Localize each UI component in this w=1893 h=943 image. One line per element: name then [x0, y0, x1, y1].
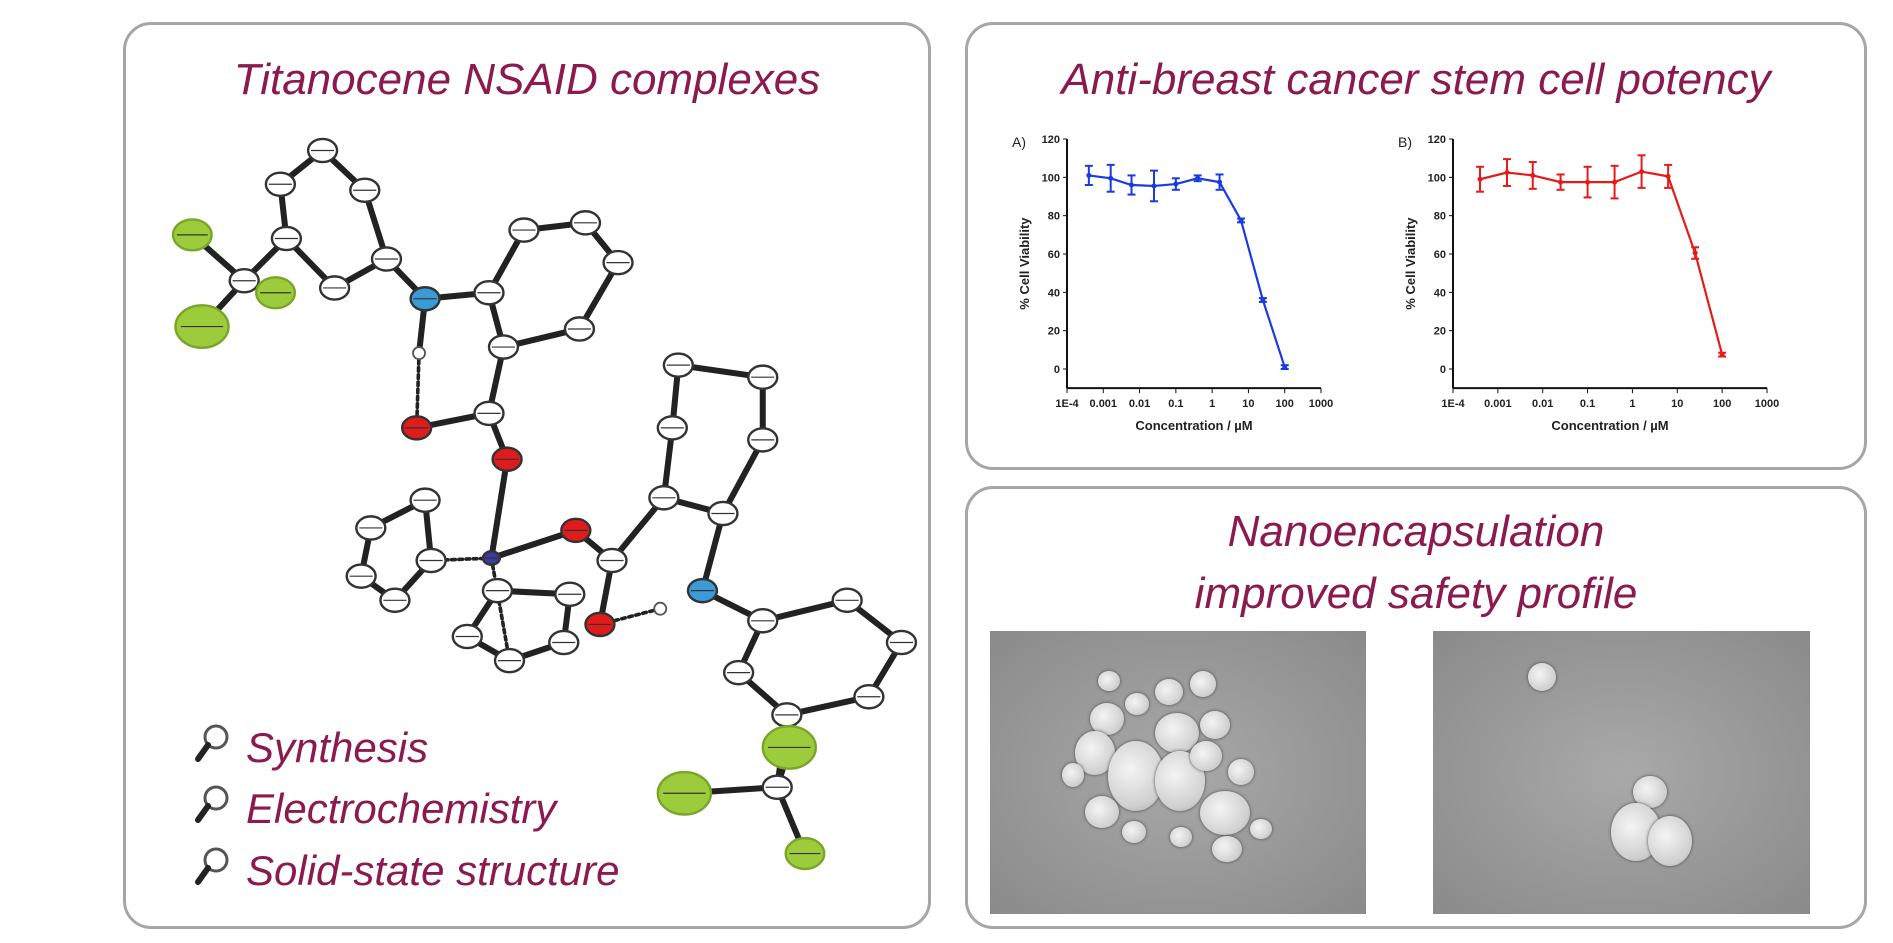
data-point	[1585, 179, 1591, 185]
titanocene-title: Titanocene NSAID complexes	[233, 55, 821, 104]
data-point	[1692, 250, 1698, 256]
potency-title: Anti-breast cancer stem cell potency	[1061, 55, 1771, 104]
series-line	[1479, 170, 1724, 355]
data-point	[1504, 170, 1510, 176]
y-tick-label: 60	[1048, 249, 1060, 261]
bond	[488, 456, 511, 562]
x-tick-label: 0.1	[1580, 398, 1595, 410]
hydrogen-bond	[489, 556, 512, 663]
x-tick-label: 1	[1629, 398, 1635, 410]
x-tick-label: 1	[1209, 398, 1215, 410]
y-axis-label: % Cell Viability	[1017, 217, 1032, 310]
chart-b: 0 20 40 60 80 100 120 1E-4 0.001 0.01 0.1 1 10 100 100…	[1398, 134, 1779, 433]
bullet-synthesis: Synthesis	[194, 723, 428, 773]
x-tick-label: 0.001	[1090, 398, 1118, 410]
x-tick-label: 0.1	[1168, 398, 1183, 410]
x-tick-label: 1000	[1755, 398, 1779, 410]
data-point	[1477, 176, 1483, 182]
x-tick-label: 1E-4	[1055, 398, 1079, 410]
x-tick-label: 1000	[1309, 398, 1333, 410]
x-tick-label: 100	[1276, 398, 1294, 410]
data-point	[1282, 364, 1288, 370]
titanocene-panel: Titanocene NSAID complexes Synthesis Ele…	[123, 22, 931, 929]
nanoencapsulation-title-line1: Nanoencapsulation	[1227, 507, 1605, 556]
y-tick-label: 20	[1434, 326, 1446, 338]
data-point	[1173, 181, 1179, 187]
tem-image-1	[990, 631, 1366, 914]
nanoencapsulation-panel: Nanoencapsulation improved safety profil…	[965, 486, 1867, 929]
chart-a: 0 20 40 60 80 100 120 1E-4 0.001 0.01 0.1 1 10 100 100…	[1012, 134, 1333, 433]
data-point	[1129, 182, 1135, 188]
x-tick-label: 0.01	[1532, 398, 1553, 410]
y-tick-label: 80	[1434, 211, 1446, 223]
panel-label: B)	[1398, 134, 1412, 150]
nanoencapsulation-title-line2: improved safety profile	[1194, 569, 1638, 618]
data-point	[1086, 172, 1092, 178]
tem-image-2	[1433, 631, 1810, 914]
x-tick-label: 10	[1242, 398, 1254, 410]
bullet-electrochemistry: Electrochemistry	[194, 784, 556, 834]
data-point	[1260, 297, 1266, 303]
hydrogen-atom	[653, 601, 668, 616]
bullet-label: Electrochemistry	[246, 785, 557, 832]
series-line	[1088, 174, 1286, 368]
y-tick-label: 80	[1048, 211, 1060, 223]
x-tick-label: 0.001	[1484, 398, 1512, 410]
data-point	[1719, 352, 1725, 358]
y-tick-label: 100	[1042, 172, 1060, 184]
data-point	[1238, 217, 1244, 223]
y-tick-label: 40	[1434, 287, 1446, 299]
x-axis-label: Concentration / µM	[1551, 418, 1668, 433]
data-point	[1612, 179, 1618, 185]
data-point	[1665, 173, 1671, 179]
data-point	[1639, 169, 1645, 175]
hydrogen-atom	[412, 346, 426, 361]
potency-panel: Anti-breast cancer stem cell potency	[965, 22, 1867, 470]
x-axis-label: Concentration / µM	[1135, 418, 1252, 433]
magnifier-icon	[194, 784, 230, 834]
data-point	[1108, 175, 1114, 181]
y-tick-label: 60	[1434, 249, 1446, 261]
magnifier-icon	[194, 723, 230, 773]
data-point	[1530, 172, 1536, 178]
y-axis-label: % Cell Viability	[1403, 217, 1418, 310]
bond	[719, 436, 766, 517]
y-tick-label: 40	[1048, 287, 1060, 299]
bullet-solid-state-structure: Solid-state structure	[194, 846, 620, 896]
panel-label: A)	[1012, 134, 1026, 150]
y-tick-label: 100	[1428, 172, 1446, 184]
data-point	[1217, 179, 1223, 185]
data-point	[1195, 175, 1201, 181]
data-point	[1558, 179, 1564, 185]
x-tick-label: 100	[1713, 398, 1731, 410]
y-tick-label: 0	[1440, 364, 1446, 376]
y-tick-label: 20	[1048, 326, 1060, 338]
y-tick-label: 120	[1428, 134, 1446, 146]
y-tick-label: 120	[1042, 134, 1060, 146]
bullet-label: Solid-state structure	[246, 847, 620, 894]
y-tick-label: 0	[1054, 364, 1060, 376]
bond	[699, 510, 726, 594]
bullet-label: Synthesis	[246, 724, 429, 771]
x-tick-label: 1E-4	[1441, 398, 1465, 410]
magnifier-icon	[194, 846, 230, 896]
data-point	[1151, 183, 1157, 189]
x-tick-label: 10	[1671, 398, 1683, 410]
x-tick-label: 0.01	[1129, 398, 1150, 410]
crystal-structure-diagram	[171, 137, 918, 871]
